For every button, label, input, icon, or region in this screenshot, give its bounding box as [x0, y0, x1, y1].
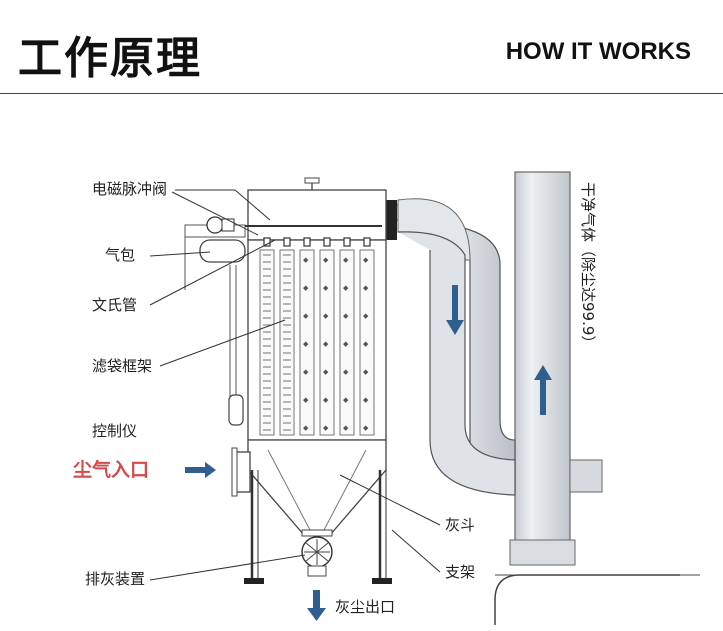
svg-text:◆: ◆	[303, 424, 309, 432]
leader-lines	[149, 189, 441, 581]
venturi-nozzles	[263, 237, 371, 247]
svg-text:◆: ◆	[363, 424, 369, 432]
filter-bags-clean	[259, 249, 295, 436]
label-venturi: 文氏管	[92, 296, 137, 314]
header-divider	[0, 93, 723, 94]
label-dust-outlet: 灰尘出口	[335, 598, 395, 616]
down-arrow-icon	[446, 285, 464, 335]
label-solenoid-valve: 电磁脉冲阀	[92, 180, 167, 198]
svg-text:◆: ◆	[363, 340, 369, 348]
page-title: 工作原理	[18, 33, 202, 84]
svg-text:◆: ◆	[303, 340, 309, 348]
label-support: 支架	[445, 563, 475, 581]
inlet-arrow-icon	[185, 462, 216, 478]
label-dust-inlet: 尘气入口	[73, 458, 149, 481]
collector-body: ◆ ◆ ◆ ◆ ◆ ◆ ◆ ◆ ◆ ◆ ◆ ◆ ◆ ◆ ◆ ◆ ◆ ◆ ◆ ◆ ◆ ◆ ◆ ◆ ◆ ◆ ◆ ◆	[231, 177, 392, 584]
svg-text:◆: ◆	[303, 396, 309, 404]
outlet-arrow-icon	[307, 590, 326, 621]
label-discharge-device: 排灰装置	[85, 570, 145, 588]
filter-bags-dusty	[299, 249, 375, 436]
svg-text:◆: ◆	[303, 284, 309, 292]
svg-text:◆: ◆	[343, 340, 349, 348]
svg-text:◆: ◆	[303, 256, 309, 264]
svg-text:◆: ◆	[363, 396, 369, 404]
label-filter-frame: 滤袋框架	[92, 357, 152, 375]
flow-arrows	[185, 285, 552, 621]
svg-text:◆: ◆	[323, 256, 329, 264]
pulse-system	[184, 216, 252, 426]
svg-text:◆: ◆	[323, 368, 329, 376]
svg-text:◆: ◆	[323, 396, 329, 404]
page-title-en: HOW IT WORKS	[505, 38, 691, 65]
svg-text:◆: ◆	[363, 368, 369, 376]
svg-text:◆: ◆	[343, 312, 349, 320]
svg-text:◆: ◆	[303, 312, 309, 320]
svg-text:◆: ◆	[323, 424, 329, 432]
svg-text:◆: ◆	[363, 256, 369, 264]
svg-text:◆: ◆	[343, 396, 349, 404]
svg-text:◆: ◆	[343, 424, 349, 432]
label-air-bag: 气包	[105, 246, 135, 264]
svg-text:◆: ◆	[363, 312, 369, 320]
svg-text:◆: ◆	[323, 312, 329, 320]
ground-base	[494, 574, 700, 625]
svg-text:◆: ◆	[343, 256, 349, 264]
svg-text:◆: ◆	[343, 284, 349, 292]
label-clean-gas: 干净气体（除尘达99.9）	[579, 182, 597, 350]
label-ash-hopper: 灰斗	[445, 516, 475, 534]
svg-text:◆: ◆	[363, 284, 369, 292]
svg-text:◆: ◆	[323, 340, 329, 348]
up-arrow-icon	[534, 365, 552, 415]
svg-text:◆: ◆	[323, 284, 329, 292]
svg-text:◆: ◆	[343, 368, 349, 376]
label-controller: 控制仪	[92, 422, 137, 440]
svg-text:◆: ◆	[303, 368, 309, 376]
dust-flow-marks: ◆ ◆ ◆ ◆ ◆ ◆ ◆ ◆ ◆ ◆ ◆ ◆ ◆ ◆ ◆ ◆ ◆ ◆ ◆ ◆ ◆ ◆ ◆ ◆ ◆ ◆ ◆ ◆	[303, 256, 369, 432]
outlet-duct	[385, 198, 516, 496]
